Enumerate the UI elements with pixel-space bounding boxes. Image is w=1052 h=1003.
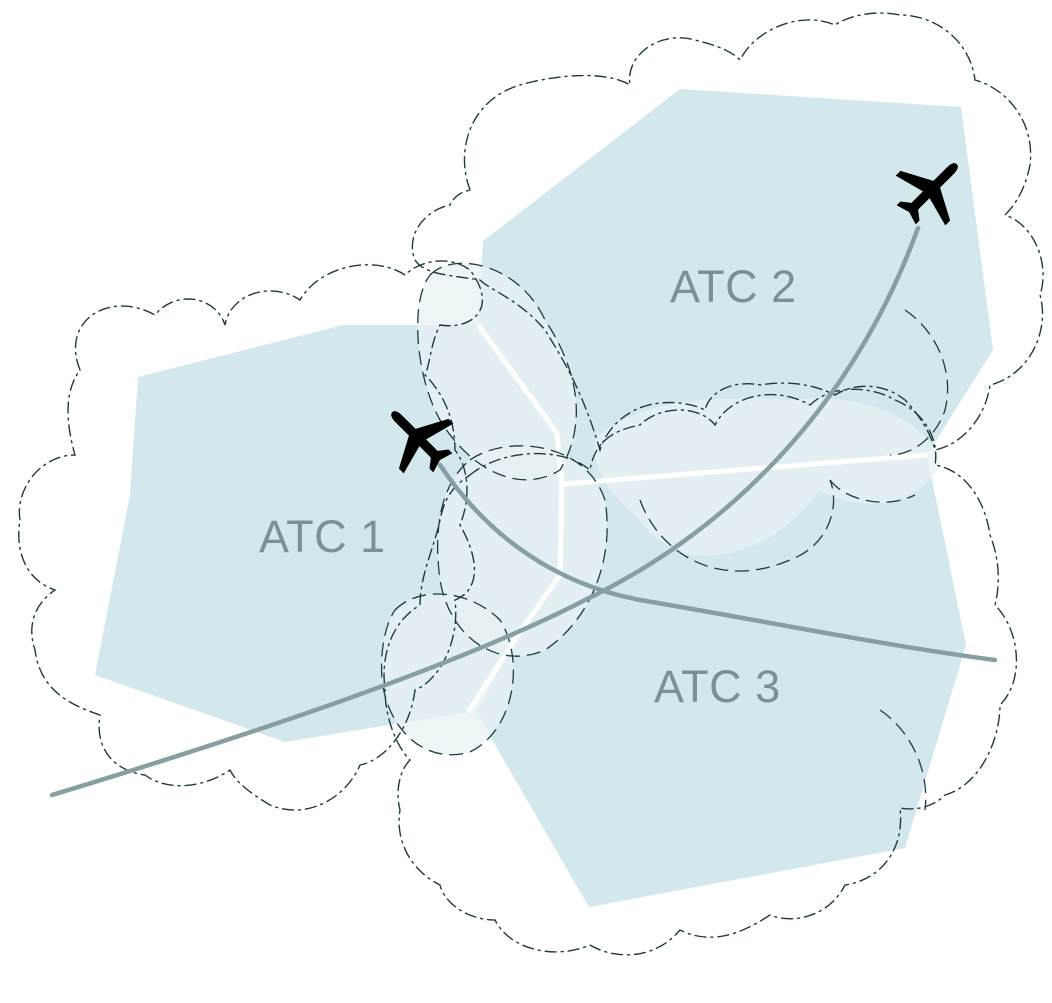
sector-labels: ATC 1 ATC 2 ATC 3 [259,261,797,712]
overlap-outline-6 [829,479,916,503]
flight-path-2 [437,462,998,663]
sector-label-atc3: ATC 3 [654,661,781,712]
overlap-outline-5 [639,479,835,572]
airplane-icon [391,411,454,474]
coverage-clouds [18,12,1044,956]
sector-label-atc2: ATC 2 [670,261,797,312]
handover-zone-1-2 [417,263,577,480]
flight-paths [49,225,998,798]
overlap-outline-2 [437,445,608,657]
boundary-atc2-atc3 [561,452,928,487]
coverage-cloud-atc2 [411,12,1044,453]
aircraft-2-airplane-icon [895,163,958,226]
coverage-cloud-atc3 [383,388,1018,956]
sector-boundaries [465,323,928,714]
sector-atc2-area [478,89,993,484]
aircraft-layer [391,163,958,474]
handover-zone-1-3 [381,593,514,755]
sector-label-atc1: ATC 1 [259,511,386,562]
overlap-outline-3 [380,593,514,756]
overlap-outline-1 [417,262,577,481]
handover-zones [381,263,940,755]
boundary-atc1-atc2 [475,323,565,485]
overlap-outline-7 [879,709,927,811]
overlap-outline-4 [889,309,949,456]
handover-zone-2-3 [594,398,940,556]
aircraft-1-airplane-icon [391,411,454,474]
coverage-cloud-atc1 [18,260,484,811]
flight-path-1 [49,225,921,798]
overlap-outlines [380,262,949,811]
boundary-atc1-atc3 [465,483,565,714]
airplane-icon [895,163,958,226]
